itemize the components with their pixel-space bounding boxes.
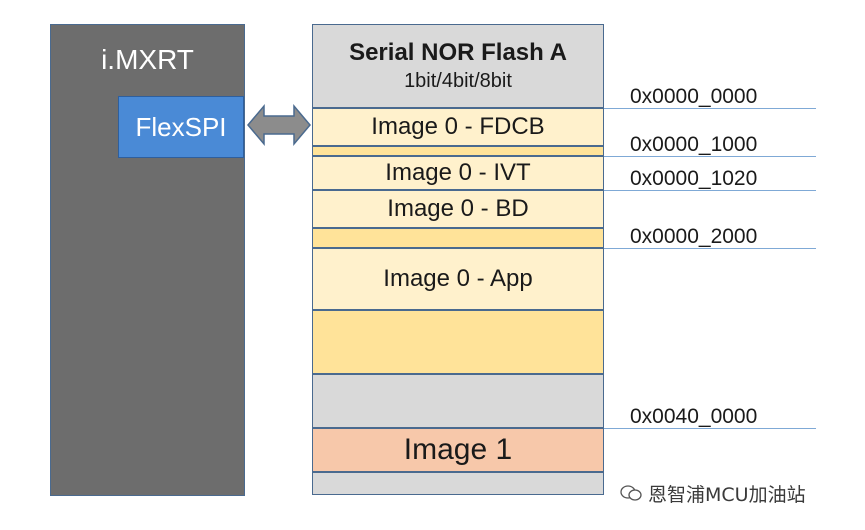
address-line-0 (604, 108, 816, 109)
imxrt-title: i.MXRT (101, 44, 194, 75)
address-line-4 (604, 428, 816, 429)
address-label-3: 0x0000_2000 (630, 225, 758, 248)
region-app: Image 0 - App (312, 248, 604, 310)
watermark: 恩智浦MCU加油站 (620, 480, 850, 506)
region-bd-pad (312, 228, 604, 248)
address-label-2: 0x0000_1020 (630, 167, 758, 190)
region-bd-label: Image 0 - BD (387, 195, 529, 222)
region-fdcb-label: Image 0 - FDCB (371, 113, 545, 140)
region-image1-label: Image 1 (403, 433, 513, 466)
bidirectional-arrow-icon (247, 103, 311, 147)
region-ivt-label: Image 0 - IVT (385, 159, 531, 186)
address-line-2 (604, 190, 816, 191)
watermark-text: 恩智浦MCU加油站 (648, 483, 806, 506)
address-line-1 (604, 156, 816, 157)
region-image1: Image 1 (312, 428, 604, 472)
address-label-4: 0x0040_0000 (630, 405, 758, 428)
region-app-label: Image 0 - App (383, 265, 533, 292)
region-app-tail (312, 310, 604, 374)
address-label-1: 0x0000_1000 (630, 133, 758, 156)
region-ivt: Image 0 - IVT (312, 156, 604, 190)
flexspi-block: FlexSPI (118, 96, 244, 158)
region-empty (312, 374, 604, 428)
flash-header: Serial NOR Flash A 1bit/4bit/8bit (312, 24, 604, 108)
imxrt-block (50, 24, 245, 496)
address-label-0: 0x0000_0000 (630, 85, 758, 108)
region-fdcb-pad (312, 146, 604, 156)
wechat-icon (620, 485, 642, 501)
address-line-3 (604, 248, 816, 249)
region-fdcb: Image 0 - FDCB (312, 108, 604, 146)
region-bottom (312, 472, 604, 495)
flash-title: Serial NOR Flash A (349, 39, 567, 66)
flash-subtitle: 1bit/4bit/8bit (404, 70, 512, 92)
region-bd: Image 0 - BD (312, 190, 604, 228)
